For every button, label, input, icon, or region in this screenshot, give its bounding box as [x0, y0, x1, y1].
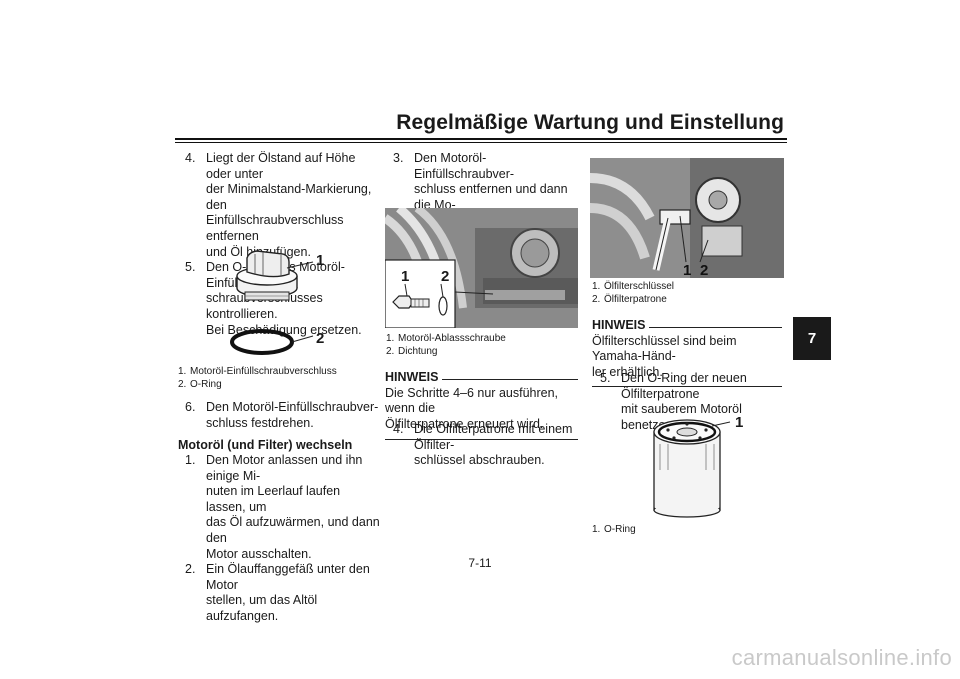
step-number: 5.: [185, 260, 196, 275]
hinweis-box: HINWEIS Ölfilterschlüssel sind beim Yama…: [592, 318, 782, 388]
figure-caption: 1.O-Ring: [592, 524, 792, 537]
caption-row: 2.O-Ring: [178, 379, 378, 392]
list-item: 4. Liegt der Ölstand auf Höhe oder unter…: [185, 151, 375, 260]
caption-number: 1.: [592, 524, 601, 535]
list-item: 4. Die Ölfilterpatrone mit einem Ölfilte…: [393, 422, 583, 469]
list-item: 2. Ein Ölauffanggefäß unter den Motor st…: [185, 562, 380, 624]
caption-text: Ölfilterpatrone: [604, 293, 667, 305]
figure-callout-2: 2: [316, 330, 325, 347]
list-item: 6. Den Motoröl-Einfüllschraubver- schlus…: [185, 400, 380, 431]
watermark: carmanualsonline.info: [731, 645, 952, 670]
hinweis-bottom-rule: [592, 386, 782, 388]
caption-text: Motoröl-Ablassschraube: [398, 333, 506, 344]
hinweis-rule: [442, 379, 578, 381]
hinweis-heading: HINWEIS: [385, 370, 578, 386]
figure-callout-2: 2: [441, 268, 450, 285]
figure-callout-1: 1: [316, 252, 325, 269]
hinweis-title: HINWEIS: [385, 370, 439, 384]
caption-number: 1.: [592, 281, 601, 292]
figure-caption: 1.Motoröl-Ablassschraube 2.Dichtung: [386, 333, 586, 358]
column-1-lower: 6. Den Motoröl-Einfüllschraubver- schlus…: [185, 400, 380, 431]
section-heading: Motoröl (und Filter) wechseln: [178, 438, 353, 452]
list-item: 1. Den Motor anlassen und ihn einige Mi-…: [185, 453, 380, 562]
oil-drain-bolt-figure: [385, 208, 578, 328]
step-number: 3.: [393, 151, 404, 165]
caption-text: Motoröl-Einfüllschraubverschluss: [190, 366, 337, 377]
column-2-lower: 4. Die Ölfilterpatrone mit einem Ölfilte…: [393, 422, 583, 469]
header-rule-thin: [175, 142, 787, 143]
caption-number: 1.: [386, 333, 395, 344]
hinweis-box: HINWEIS Die Schritte 4–6 nur ausführen, …: [385, 370, 578, 441]
hinweis-title: HINWEIS: [592, 318, 646, 332]
caption-text: O-Ring: [604, 524, 636, 535]
step-number: 5.: [600, 371, 611, 385]
step-text: Liegt der Ölstand auf Höhe oder unter de…: [206, 151, 372, 259]
hinweis-heading: HINWEIS: [592, 318, 782, 334]
caption-number: 2.: [386, 345, 395, 357]
page-title: Regelmäßige Wartung und Einstellung: [396, 111, 784, 134]
step-number: 2.: [185, 562, 196, 577]
caption-text: Dichtung: [398, 345, 438, 357]
column-1-steps: 1. Den Motor anlassen und ihn einige Mi-…: [185, 453, 380, 625]
caption-row: 1.O-Ring: [592, 524, 792, 537]
caption-row: 1.Ölfilterschlüssel: [592, 281, 792, 294]
page-number: 7-11: [468, 556, 492, 570]
step-number: 1.: [185, 453, 196, 467]
step-number: 6.: [185, 400, 196, 414]
oil-filler-cap-figure: [230, 250, 314, 355]
step-text: Ein Ölauffanggefäß unter den Motor stell…: [206, 562, 370, 623]
caption-row: 1.Motoröl-Einfüllschraubverschluss: [178, 366, 378, 379]
figure-callout-2: 2: [700, 262, 709, 279]
figure-callout-1: 1: [401, 268, 410, 285]
figure-callout-1: 1: [683, 262, 692, 279]
step-text: Den Motor anlassen und ihn einige Mi- nu…: [206, 453, 380, 561]
hinweis-rule: [649, 327, 782, 329]
figure-caption: 1.Ölfilterschlüssel 2.Ölfilterpatrone: [592, 281, 792, 306]
figure-callout-1: 1: [735, 414, 744, 431]
step-number: 4.: [185, 151, 196, 165]
oil-filter-cartridge-figure: [653, 419, 731, 518]
step-text: Die Ölfilterpatrone mit einem Ölfilter- …: [414, 422, 573, 468]
hinweis-text: Ölfilterschlüssel sind beim Yamaha-Händ-…: [592, 333, 737, 379]
caption-row: 1.Motoröl-Ablassschraube: [386, 333, 586, 346]
caption-number: 1.: [178, 366, 187, 377]
caption-number: 2.: [592, 293, 601, 305]
hinweis-bottom-rule: [385, 439, 578, 441]
caption-text: Ölfilterschlüssel: [604, 281, 675, 292]
figure-caption: 1.Motoröl-Einfüllschraubverschluss 2.O-R…: [178, 366, 378, 391]
hinweis-text: Die Schritte 4–6 nur ausführen, wenn die…: [385, 385, 559, 431]
step-text: Den Motoröl-Einfüllschraubver- schluss f…: [206, 400, 379, 430]
step-number: 4.: [393, 422, 404, 436]
caption-row: 2.Ölfilterpatrone: [592, 294, 792, 307]
chapter-tab: 7: [793, 317, 831, 360]
caption-number: 2.: [178, 378, 187, 390]
caption-row: 2.Dichtung: [386, 346, 586, 359]
header-rule: [175, 138, 787, 140]
caption-text: O-Ring: [190, 378, 222, 390]
column-1: 4. Liegt der Ölstand auf Höhe oder unter…: [185, 151, 375, 338]
oil-filter-wrench-figure: [590, 158, 784, 278]
